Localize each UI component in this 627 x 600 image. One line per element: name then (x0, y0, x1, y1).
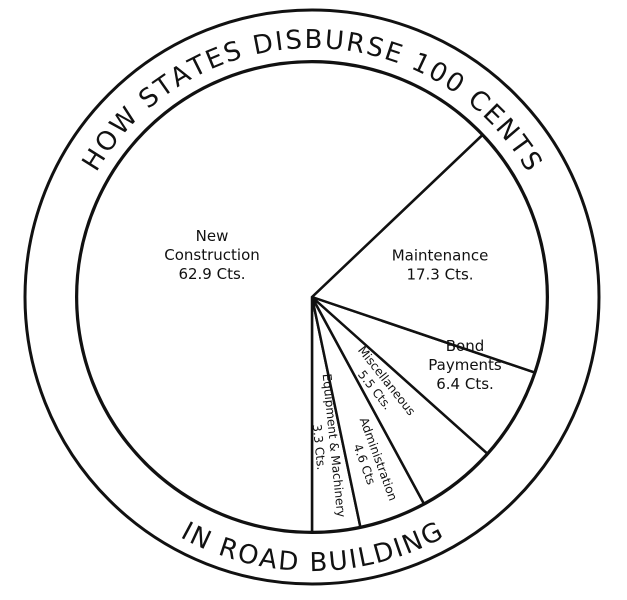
pie-slice-new-construction (75, 60, 485, 534)
slice-value-label: 3.3 Cts. (310, 423, 329, 470)
slice-value-label: 62.9 Cts. (178, 265, 245, 283)
outer-ring (23, 8, 601, 586)
slice-value-label: 6.4 Cts. (436, 375, 494, 393)
slice-name-label: Maintenance (392, 247, 489, 265)
chart-subtitle: IN ROAD BUILDING (176, 516, 447, 578)
inner-circle (75, 60, 549, 534)
pie-slice-bond-payments (311, 295, 537, 456)
slice-name-label: Payments (428, 356, 502, 374)
slice-name-label: Bond (446, 337, 485, 355)
slice-value-label: 17.3 Cts. (406, 266, 473, 284)
slice-name-label: New (196, 227, 229, 245)
slice-name-label: Construction (164, 246, 260, 264)
